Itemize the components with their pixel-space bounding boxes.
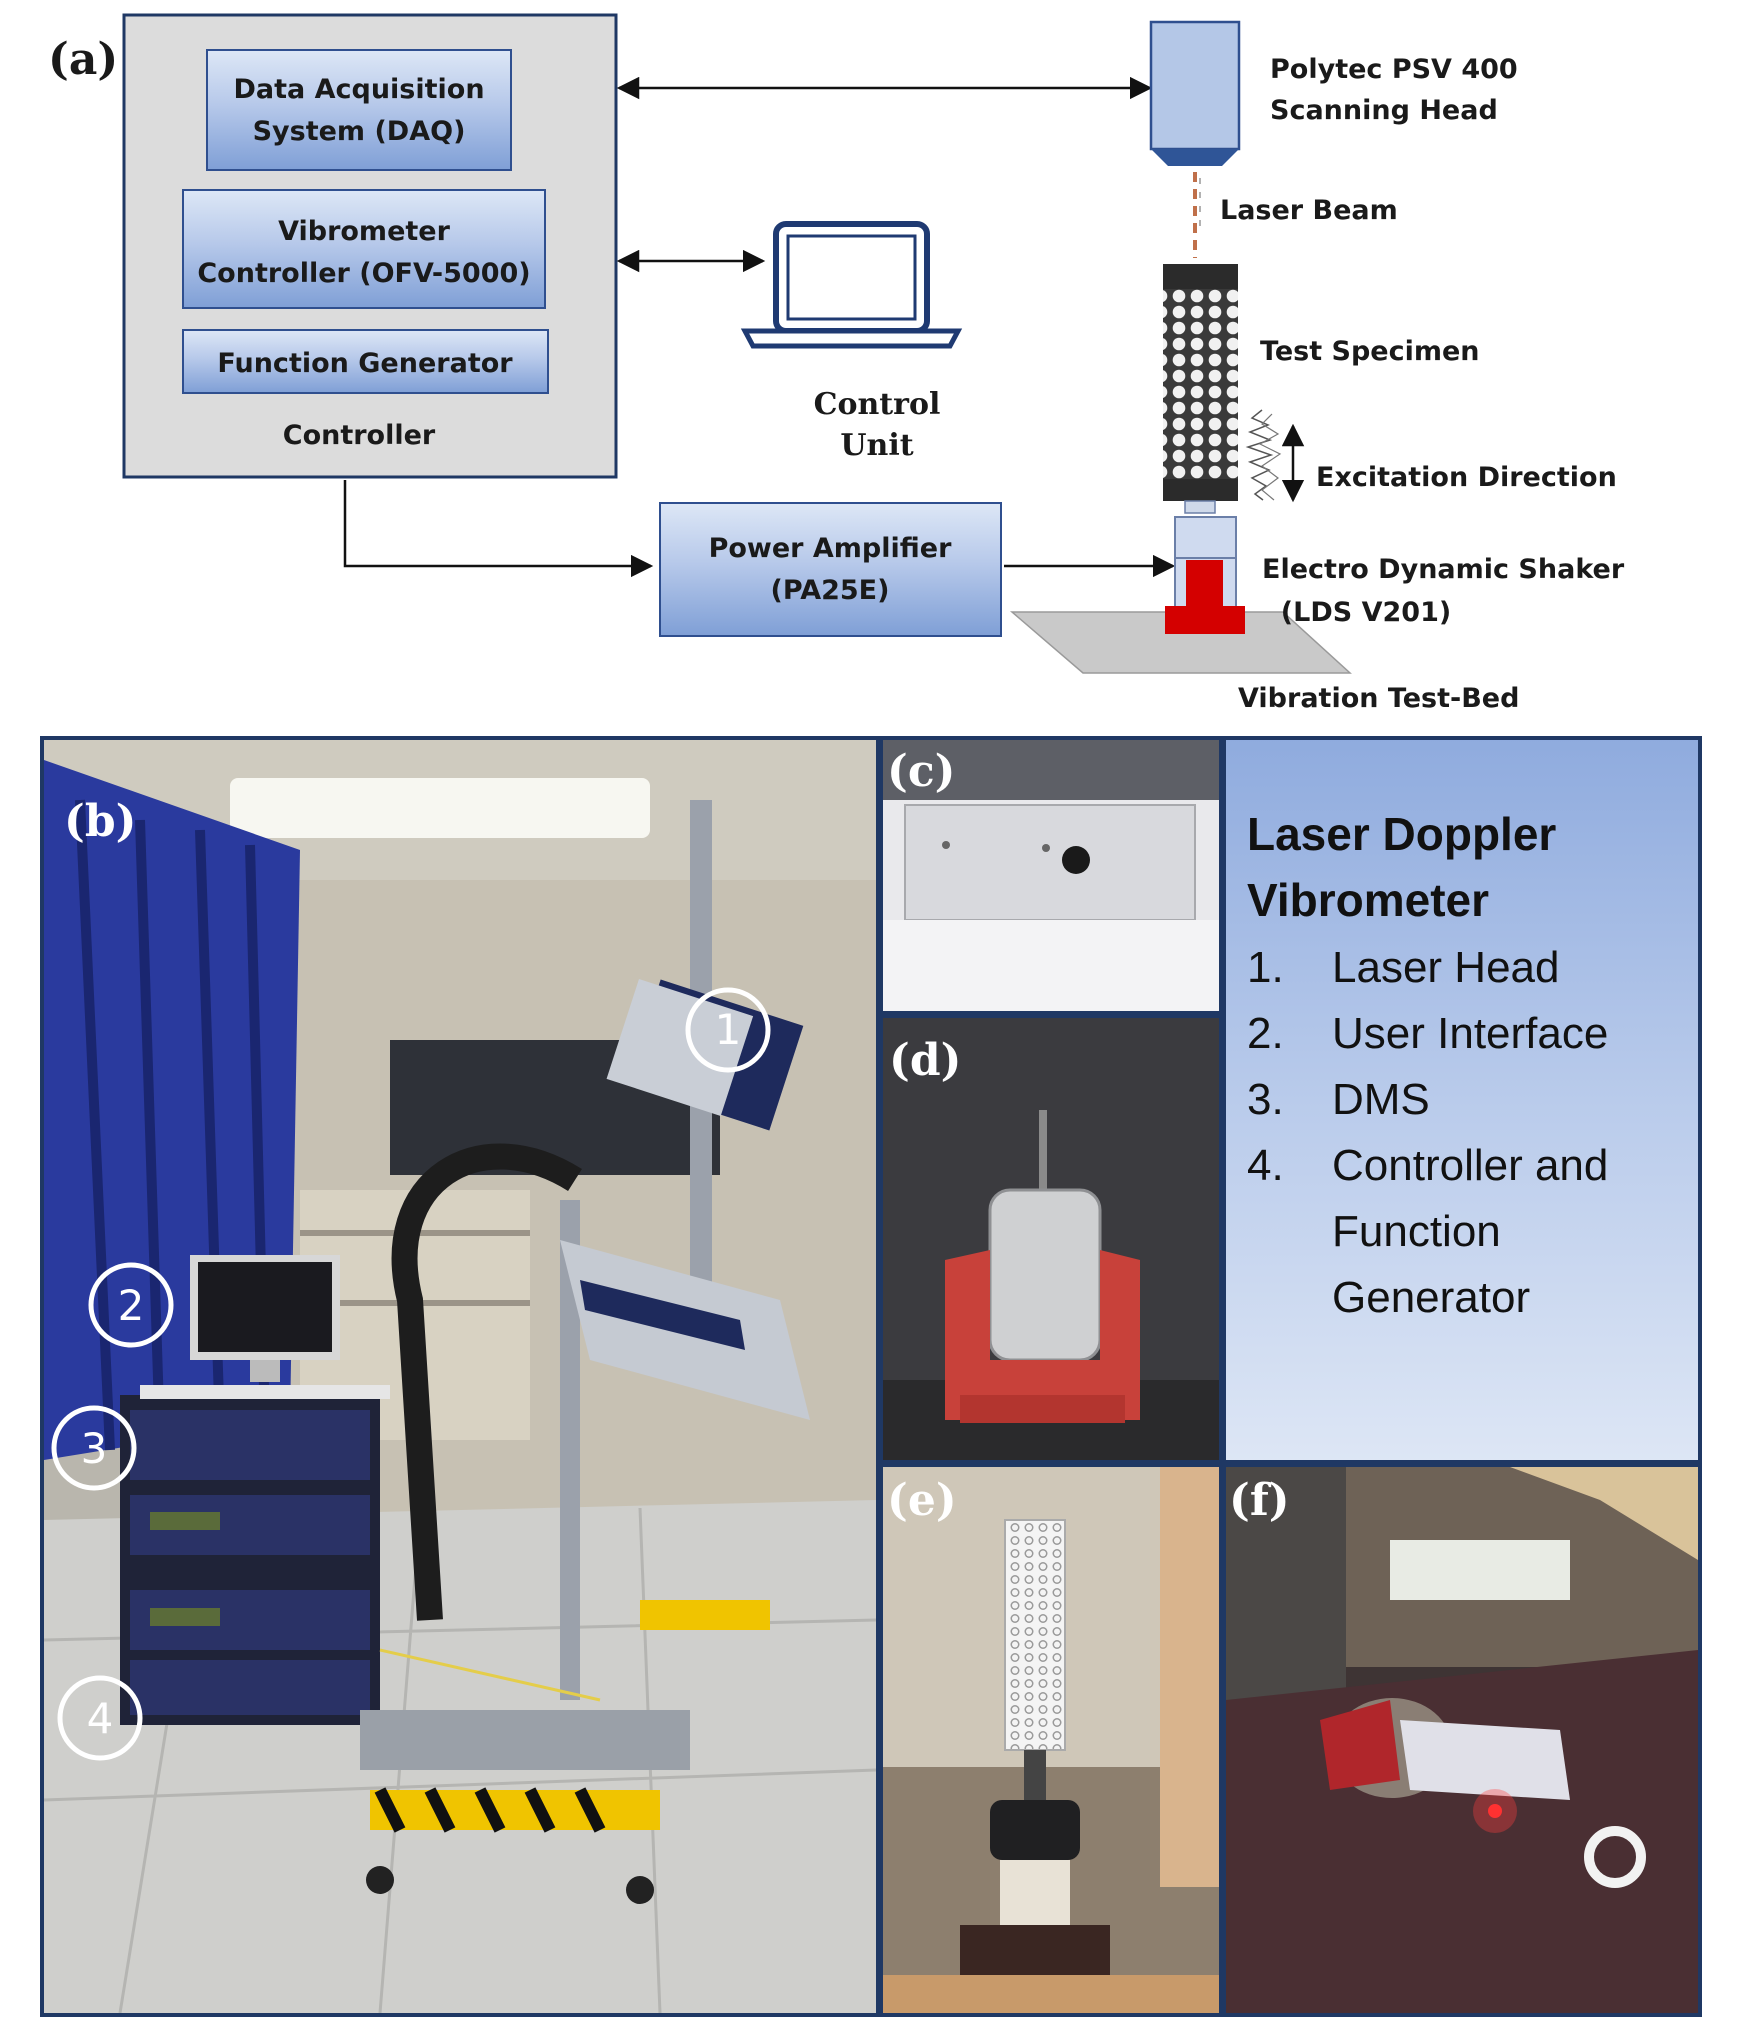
- svg-text:4: 4: [87, 1694, 114, 1743]
- laser-beam-label: Laser Beam: [1220, 195, 1398, 226]
- panel-c-photo: [881, 738, 1221, 1013]
- legend-item-text-2: User Interface: [1332, 1009, 1608, 1058]
- legend-item-number-4: 4.: [1247, 1141, 1284, 1190]
- power-amplifier-box: [659, 502, 1002, 637]
- panel-e-photo: [881, 1465, 1221, 2015]
- power-amplifier-line2: (PA25E): [771, 575, 890, 606]
- panel-label-e: (e): [887, 1475, 957, 1526]
- controller-label: Controller: [283, 420, 436, 451]
- legend-item-text-1: Laser Head: [1332, 943, 1559, 992]
- legend-panel: [1222, 736, 1702, 1464]
- scanning-head-line2: Scanning Head: [1270, 95, 1498, 126]
- svg-text:2: 2: [118, 1281, 145, 1330]
- panel-d-photo: [881, 1016, 1221, 1462]
- scanning-head-line1: Polytec PSV 400: [1270, 54, 1518, 85]
- legend-item-text-3: DMS: [1332, 1075, 1430, 1124]
- legend: Laser Doppler Vibrometer 1. Laser Head 2. U…: [1247, 808, 1608, 1322]
- marker-1: 1: [685, 987, 771, 1073]
- shaker-label-line2: (LDS V201): [1281, 597, 1451, 628]
- panel-label-b: (b): [64, 796, 136, 847]
- test-bed-label: Vibration Test-Bed: [1238, 683, 1519, 714]
- scanning-head-icon: [1149, 20, 1241, 166]
- test-specimen-icon: [1163, 264, 1238, 514]
- excitation-direction-label: Excitation Direction: [1316, 462, 1617, 493]
- daq-label-line1: Data Acquisition: [233, 74, 484, 105]
- daq-label-line2: System (DAQ): [253, 116, 466, 147]
- vibrometer-label-line1: Vibrometer: [278, 216, 451, 247]
- svg-text:3: 3: [81, 1424, 108, 1473]
- svg-text:1: 1: [715, 1005, 742, 1054]
- power-amplifier-line1: Power Amplifier: [709, 533, 953, 564]
- legend-title-line2: Vibrometer: [1247, 874, 1489, 926]
- excitation-wave-icon: [1245, 409, 1282, 501]
- marker-3: 3: [51, 1405, 137, 1491]
- panel-label-c: (c): [887, 746, 955, 797]
- shaker-label-line1: Electro Dynamic Shaker: [1262, 554, 1625, 585]
- vibrometer-label-line2: Controller (OFV-5000): [197, 258, 530, 289]
- vibrometer-controller-box: [182, 189, 546, 309]
- function-generator-label: Function Generator: [217, 348, 513, 379]
- panel-f-photo: [1224, 1465, 1700, 2015]
- control-unit-line2: Unit: [840, 428, 913, 463]
- legend-item-text-4: Function: [1332, 1207, 1501, 1256]
- legend-item-text-4: Controller and: [1332, 1141, 1608, 1190]
- marker-2: 2: [88, 1262, 174, 1348]
- shaker-icon: [1165, 516, 1245, 634]
- panel-b-photo: [42, 738, 878, 2015]
- marker-4: 4: [57, 1675, 143, 1761]
- panel-label-f: (f): [1229, 1475, 1290, 1526]
- panel-label-a: (a): [48, 34, 118, 85]
- control-unit-line1: Control: [814, 387, 941, 422]
- daq-box: [206, 49, 512, 171]
- legend-item-number-3: 3.: [1247, 1075, 1284, 1124]
- legend-title-line1: Laser Doppler: [1247, 808, 1556, 860]
- legend-item-number-1: 1.: [1247, 943, 1284, 992]
- arrow-controller-to-amplifier: [343, 480, 654, 578]
- legend-item-text-4: Generator: [1332, 1273, 1530, 1322]
- test-specimen-label: Test Specimen: [1260, 336, 1480, 367]
- panel-label-d: (d): [889, 1035, 961, 1086]
- legend-item-number-2: 2.: [1247, 1009, 1284, 1058]
- laptop-icon: [740, 221, 963, 349]
- function-generator-box: [182, 329, 549, 394]
